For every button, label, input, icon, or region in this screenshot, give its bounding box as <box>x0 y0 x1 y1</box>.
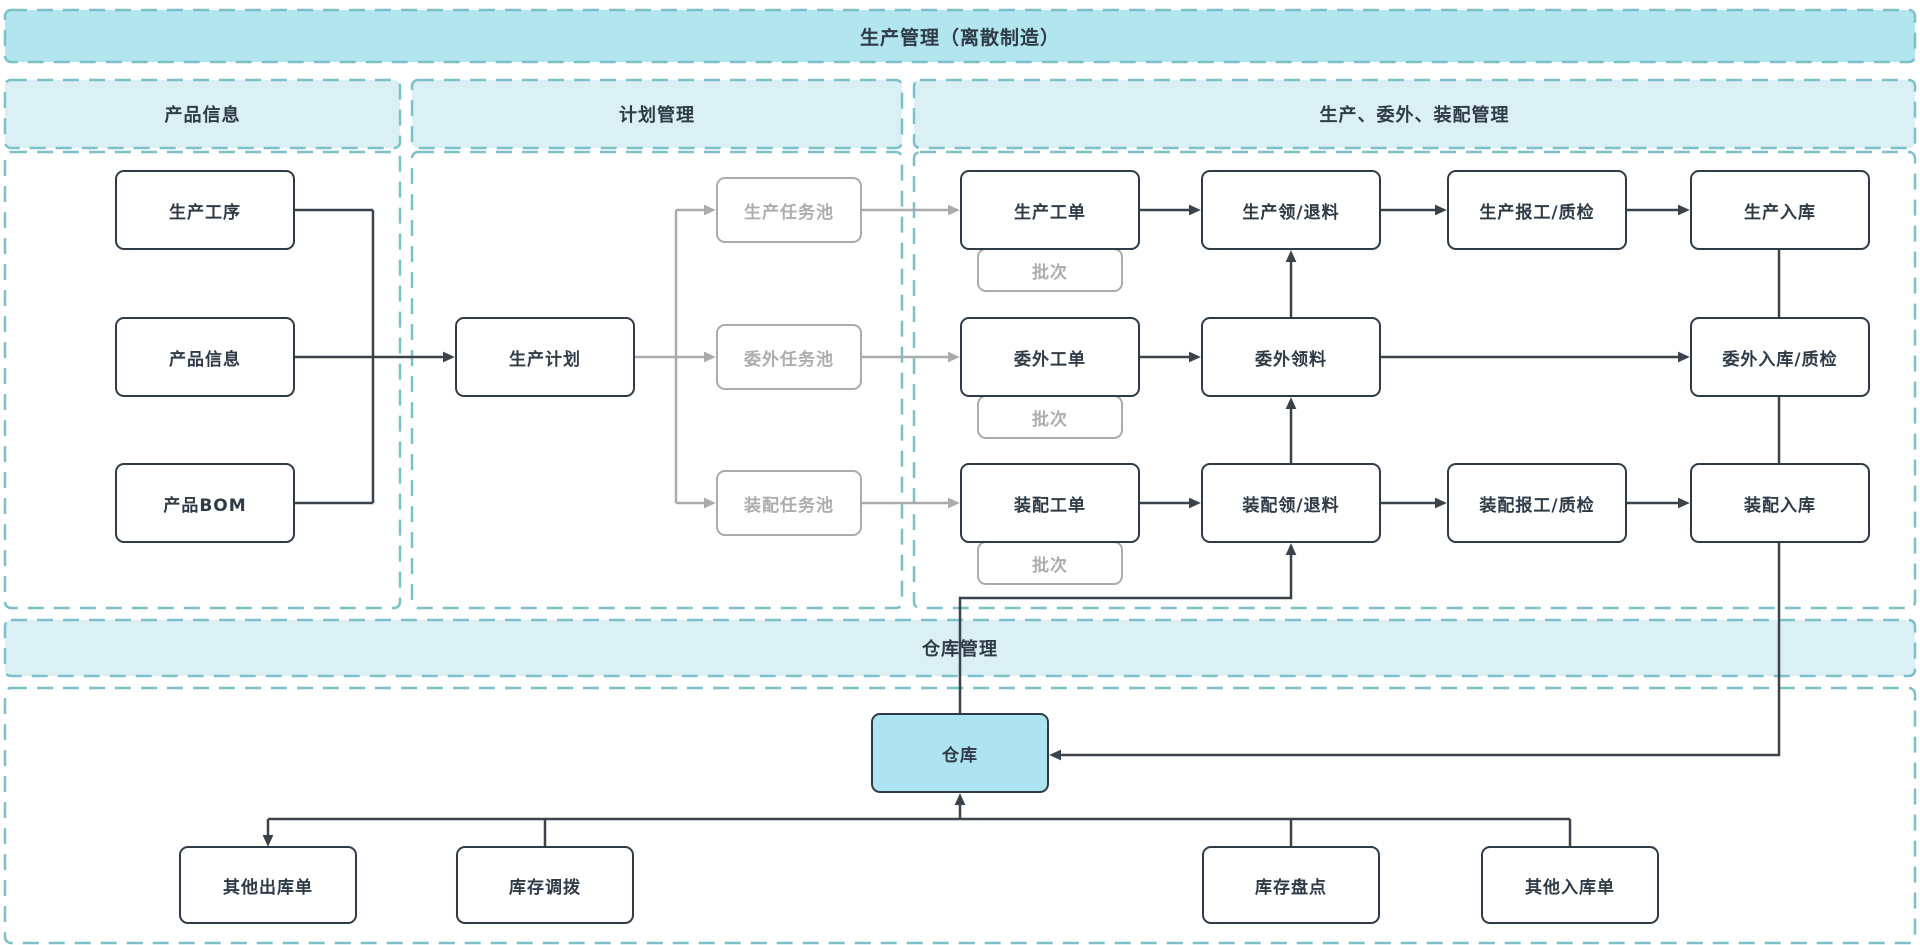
node-inventory-count-label: 库存盘点 <box>1255 877 1327 898</box>
node-other-outbound-order: 其他出库单 <box>179 846 357 924</box>
node-outsourcing-inbound-qc: 委外入库/质检 <box>1690 317 1870 397</box>
node-batch-production-label: 批次 <box>1032 262 1068 283</box>
node-production-work-order-label: 生产工单 <box>1014 202 1086 223</box>
node-outsourcing-pick-label: 委外领料 <box>1255 349 1327 370</box>
edge-warehouse-up-to-asm-pick <box>958 543 1297 713</box>
node-product-bom-label: 产品BOM <box>163 495 247 516</box>
node-product-bom: 产品BOM <box>115 463 295 543</box>
node-batch-outsourcing: 批次 <box>977 395 1123 439</box>
node-production-task-pool-label: 生产任务池 <box>744 202 834 223</box>
node-production-process: 生产工序 <box>115 170 295 250</box>
node-inventory-transfer: 库存调拨 <box>456 846 634 924</box>
edge-inbound-to-warehouse <box>1049 543 1781 761</box>
node-assembly-task-pool: 装配任务池 <box>716 470 862 536</box>
node-production-plan: 生产计划 <box>455 317 635 397</box>
node-outsourcing-pick: 委外领料 <box>1201 317 1381 397</box>
header-product-info-box <box>3 78 402 150</box>
node-assembly-report-qc: 装配报工/质检 <box>1447 463 1627 543</box>
node-production-report-qc-label: 生产报工/质检 <box>1479 202 1595 223</box>
node-outsourcing-task-pool-label: 委外任务池 <box>744 349 834 370</box>
node-batch-outsourcing-label: 批次 <box>1032 409 1068 430</box>
node-outsourcing-task-pool: 委外任务池 <box>716 324 862 390</box>
node-assembly-inbound: 装配入库 <box>1690 463 1870 543</box>
node-production-inbound: 生产入库 <box>1690 170 1870 250</box>
node-outsourcing-work-order: 委外工单 <box>960 317 1140 397</box>
node-warehouse: 仓库 <box>871 713 1049 793</box>
header-product-info-label: 产品信息 <box>164 105 241 126</box>
banner-production-management-box <box>3 8 1917 64</box>
node-inventory-count: 库存盘点 <box>1202 846 1380 924</box>
node-production-inbound-label: 生产入库 <box>1744 202 1816 223</box>
node-other-outbound-order-label: 其他出库单 <box>223 877 313 898</box>
node-batch-assembly: 批次 <box>977 541 1123 585</box>
banner-production-management-label: 生产管理（离散制造） <box>859 26 1060 49</box>
banner-warehouse-management-label: 仓库管理 <box>922 639 998 660</box>
node-assembly-pick-return: 装配领/退料 <box>1201 463 1381 543</box>
node-outsourcing-inbound-qc-label: 委外入库/质检 <box>1722 349 1838 370</box>
node-assembly-pick-return-label: 装配领/退料 <box>1242 495 1340 516</box>
node-production-process-label: 生产工序 <box>169 202 241 223</box>
header-production-outsourcing-assembly-box <box>912 78 1917 150</box>
node-outsourcing-work-order-label: 委外工单 <box>1014 349 1086 370</box>
node-production-work-order: 生产工单 <box>960 170 1140 250</box>
header-plan-management-label: 计划管理 <box>619 105 695 126</box>
header-production-outsourcing-assembly-label: 生产、委外、装配管理 <box>1319 105 1510 126</box>
node-production-pick-return: 生产领/退料 <box>1201 170 1381 250</box>
node-inventory-transfer-label: 库存调拨 <box>509 877 581 898</box>
node-batch-assembly-label: 批次 <box>1032 555 1068 576</box>
header-plan-management-box <box>410 78 904 150</box>
node-product-info: 产品信息 <box>115 317 295 397</box>
node-assembly-work-order-label: 装配工单 <box>1014 495 1086 516</box>
node-product-info-label: 产品信息 <box>169 349 241 370</box>
node-assembly-report-qc-label: 装配报工/质检 <box>1479 495 1595 516</box>
node-batch-production: 批次 <box>977 248 1123 292</box>
node-warehouse-label: 仓库 <box>942 745 978 766</box>
panel-production-management-box <box>912 150 1917 610</box>
node-production-pick-return-label: 生产领/退料 <box>1242 202 1340 223</box>
node-assembly-work-order: 装配工单 <box>960 463 1140 543</box>
node-assembly-inbound-label: 装配入库 <box>1744 495 1816 516</box>
node-production-plan-label: 生产计划 <box>509 349 581 370</box>
node-production-report-qc: 生产报工/质检 <box>1447 170 1627 250</box>
node-assembly-task-pool-label: 装配任务池 <box>744 495 834 516</box>
node-other-inbound-order: 其他入库单 <box>1481 846 1659 924</box>
node-production-task-pool: 生产任务池 <box>716 177 862 243</box>
node-other-inbound-order-label: 其他入库单 <box>1525 877 1615 898</box>
